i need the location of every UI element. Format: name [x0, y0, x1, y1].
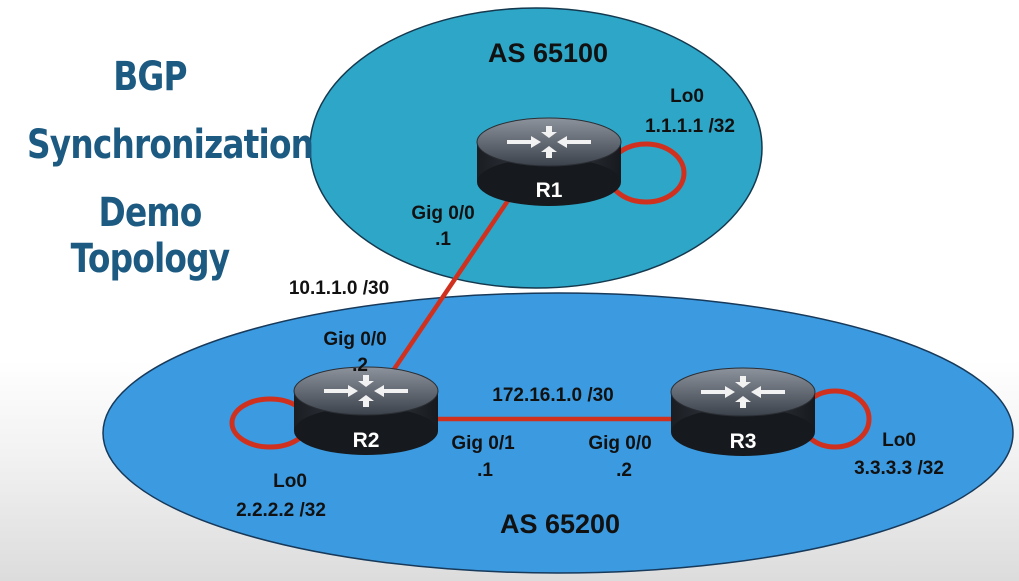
- r2-loopback-ip: 2.2.2.2 /32: [236, 500, 326, 521]
- router-r3-name: R3: [729, 430, 757, 453]
- as-65200-label: AS 65200: [499, 509, 621, 539]
- r2-gig00-host: .2: [352, 355, 368, 376]
- link-r2-r3-subnet: 172.16.1.0 /30: [492, 385, 614, 406]
- r3-loopback-interface: Lo0: [882, 430, 916, 451]
- as-65100-label: AS 65100: [487, 38, 609, 68]
- link-r1-r2-subnet: 10.1.1.0 /30: [288, 278, 390, 299]
- title-line-3: Demo Topology: [70, 190, 230, 282]
- title-line-2: Synchronization: [27, 122, 314, 168]
- title-line-1: BGP: [113, 54, 187, 100]
- router-r2-name: R2: [352, 429, 380, 452]
- r3-gig00-host: .2: [616, 460, 632, 481]
- r1-loopback-interface: Lo0: [670, 86, 704, 107]
- r1-gig00-interface: Gig 0/0: [411, 203, 475, 224]
- r1-loopback-ip: 1.1.1.1 /32: [645, 116, 735, 137]
- link-r1-r2: [376, 194, 513, 395]
- r1-gig00-host: .1: [435, 229, 451, 250]
- r2-loopback-interface: Lo0: [273, 471, 307, 492]
- r3-loopback-ip: 3.3.3.3 /32: [854, 458, 944, 479]
- router-r1-name: R1: [535, 179, 563, 202]
- r2-gig01-host: .1: [477, 460, 493, 481]
- as-65200-area: [102, 292, 1014, 574]
- r2-gig00-interface: Gig 0/0: [323, 329, 387, 350]
- r3-gig00-interface: Gig 0/0: [588, 433, 652, 454]
- r2-gig01-interface: Gig 0/1: [451, 433, 515, 454]
